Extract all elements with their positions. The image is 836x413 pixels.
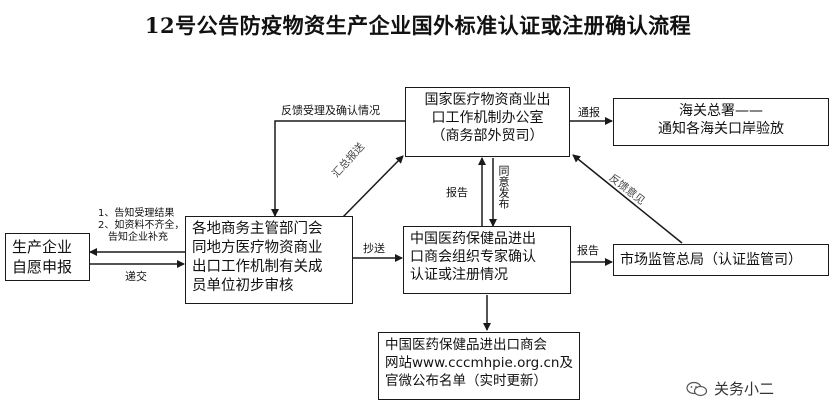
label-inform: 1、告知受理结果 2、如资料不齐全， 告知企业补充 bbox=[98, 208, 184, 244]
node-website: 中国医药保健品进出口商会 网站www.cccmhpie.org.cn及 官微公布… bbox=[378, 332, 580, 400]
node-chamber: 中国医药保健品进出 口商会组织专家确认 认证或注册情况 bbox=[403, 226, 571, 294]
label-inform-line1: 1、告知受理结果 bbox=[98, 208, 175, 219]
label-report-right: 报告 bbox=[577, 244, 599, 257]
node-producer-line2: 自愿申报 bbox=[12, 258, 73, 276]
label-feedback: 反馈受理及确认情况 bbox=[281, 104, 380, 117]
node-chamber-line3: 认证或注册情况 bbox=[410, 267, 508, 283]
label-inform-line2: 2、如资料不齐全， bbox=[98, 220, 185, 231]
page-title: 12号公告防疫物资生产企业国外标准认证或注册确认流程 bbox=[144, 13, 692, 38]
node-local-department-line4: 员单位初步审核 bbox=[192, 278, 294, 294]
node-market-regulation: 市场监管总局（认证监管司） bbox=[613, 244, 829, 276]
arrow-summary-report bbox=[339, 155, 404, 221]
label-inform-line3: 告知企业补充 bbox=[108, 232, 168, 243]
label-copy-send: 抄送 bbox=[363, 242, 385, 255]
node-market-regulation-line1: 市场监管总局（认证监管司） bbox=[620, 252, 802, 268]
node-website-line2: 网站www.cccmhpie.org.cn及 bbox=[385, 355, 573, 371]
node-producer-line1: 生产企业 bbox=[12, 238, 73, 256]
node-office-line3: （商务部外贸司） bbox=[431, 128, 544, 144]
arrow-feedback-opinion bbox=[572, 154, 683, 244]
watermark-text: 关务小二 bbox=[714, 380, 775, 398]
node-local-department-line1: 各地商务主管部门会 bbox=[192, 221, 323, 237]
node-local-department-line2: 同地方医疗物资商业 bbox=[192, 240, 323, 256]
node-customs: 海关总署—— 通知各海关口岸验放 bbox=[613, 98, 829, 146]
node-local-department-line3: 出口工作机制有关成 bbox=[192, 259, 323, 275]
watermark: 关务小二 bbox=[686, 378, 774, 399]
node-office-line1: 国家医疗物资商业出 bbox=[424, 92, 551, 108]
node-chamber-line2: 口商会组织专家确认 bbox=[410, 249, 536, 265]
arrow-feedback bbox=[271, 120, 405, 217]
node-chamber-line1: 中国医药保健品进出 bbox=[410, 231, 536, 247]
node-website-line3: 官微公布名单（实时更新） bbox=[385, 373, 547, 389]
node-office: 国家医疗物资商业出 口工作机制办公室 （商务部外贸司） bbox=[405, 87, 570, 157]
node-producer: 生产企业 自愿申报 bbox=[5, 233, 90, 281]
node-office-line2: 口工作机制办公室 bbox=[431, 110, 544, 126]
node-customs-line1: 海关总署—— bbox=[679, 103, 763, 119]
wechat-icon bbox=[686, 381, 708, 396]
node-website-line1: 中国医药保健品进出口商会 bbox=[385, 337, 547, 353]
label-report-up: 报告 bbox=[446, 186, 468, 199]
node-customs-line2: 通知各海关口岸验放 bbox=[658, 121, 784, 137]
label-notify: 通报 bbox=[578, 106, 600, 119]
label-submit: 递交 bbox=[125, 270, 147, 283]
label-agree: 同意发布 bbox=[497, 165, 510, 209]
node-local-department: 各地商务主管部门会 同地方医疗物资商业 出口工作机制有关成 员单位初步审核 bbox=[185, 216, 353, 304]
